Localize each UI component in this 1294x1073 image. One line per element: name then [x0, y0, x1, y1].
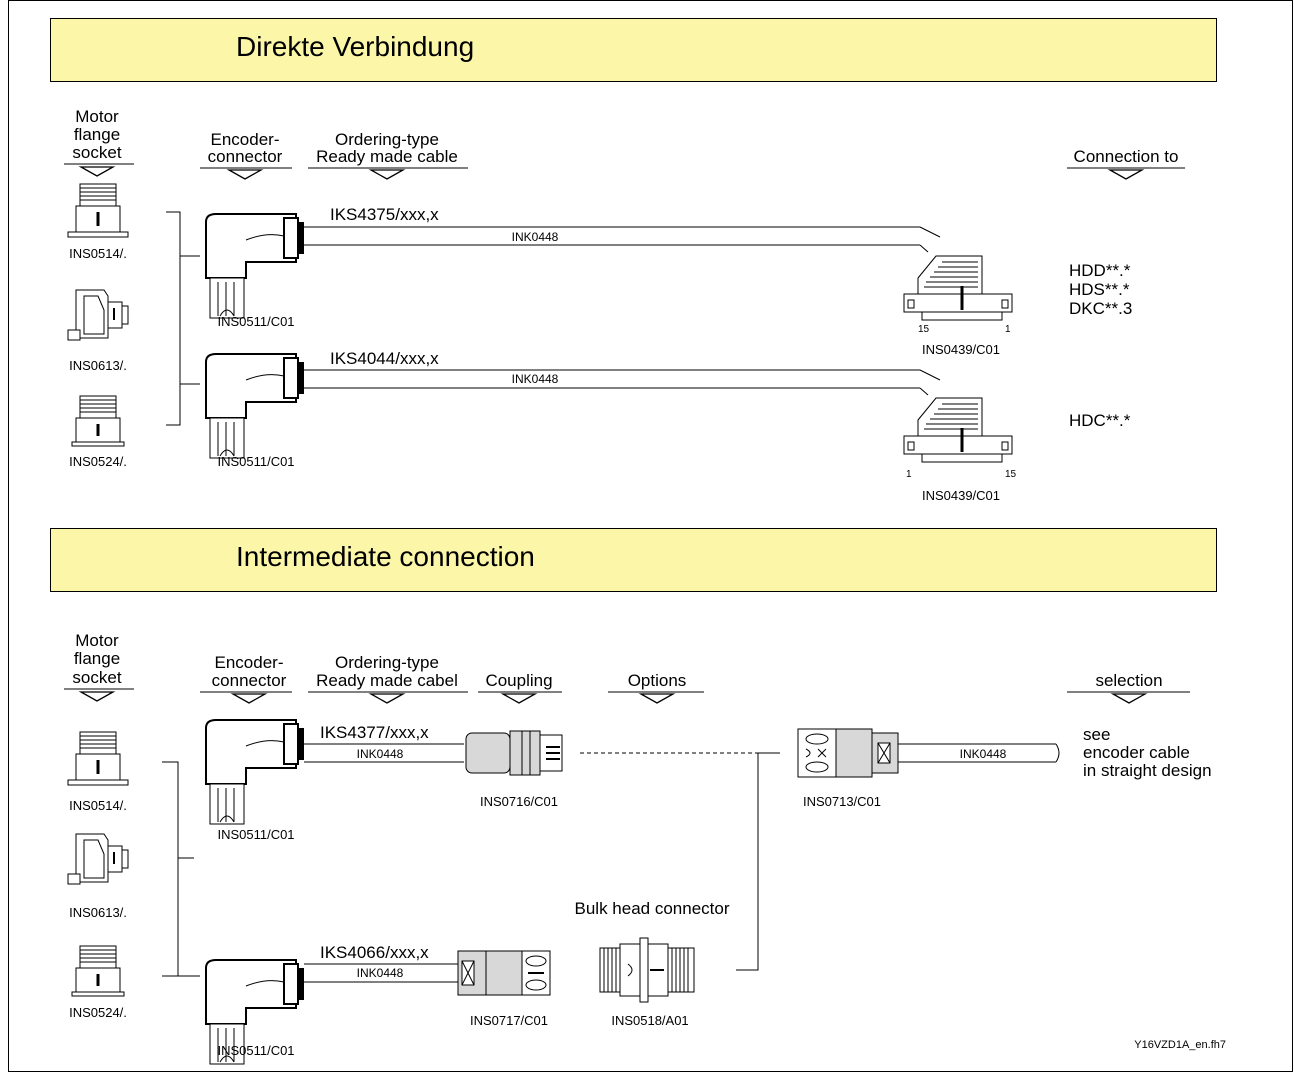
ordering-type-2: IKS4044/xxx,x: [330, 349, 439, 368]
col2-encoder-line-2: connector: [212, 671, 287, 690]
note-line-1: see: [1083, 725, 1110, 744]
flange-socket-ins0524-icon: [70, 394, 126, 448]
bulk-head-connector-icon: [599, 937, 695, 1003]
encoder-connector-2-icon: [205, 353, 305, 459]
coupling-label-ins0717: INS0717/C01: [470, 1013, 548, 1028]
target-hdc: HDC**.*: [1069, 411, 1131, 430]
col2-motor-line-3: socket: [72, 668, 121, 687]
cable-label-2: INK0448: [512, 372, 559, 386]
cable2-1: [304, 743, 464, 763]
direct-header-rules: [64, 163, 1185, 180]
encoder2-connector-1-icon: [205, 719, 305, 825]
bulk-head-title: Bulk head connector: [575, 899, 730, 918]
encoder2-connector-label-1: INS0511/C01: [217, 827, 294, 842]
col2-ordering-line-1: Ordering-type: [335, 653, 439, 672]
flange2-socket-label-1: INS0514/.: [69, 798, 127, 813]
flange-socket-label-2: INS0613/.: [69, 358, 127, 373]
right-cable: [898, 743, 1060, 763]
col2-options: Options: [628, 671, 687, 690]
flange-socket-ins0613-icon: [67, 289, 129, 341]
flange2-socket-ins0613-icon: [67, 833, 129, 885]
col-motor-line-3: socket: [72, 143, 121, 162]
cable2-label-1: INK0448: [357, 747, 404, 761]
flange2-socket-label-2: INS0613/.: [69, 905, 127, 920]
encoder2-connector-label-2: INS0511/C01: [217, 1043, 294, 1058]
direct-connection-banner: Direkte Verbindung: [50, 18, 1217, 82]
encoder-connector-label-2: INS0511/C01: [217, 454, 294, 469]
pin-right-1: 1: [1005, 324, 1011, 335]
flange-socket-label-3: INS0524/.: [69, 454, 127, 469]
col-motor-line-1: Motor: [75, 107, 119, 126]
intermediate-bracket: [162, 761, 200, 977]
ordering-type-1: IKS4375/xxx,x: [330, 205, 439, 224]
dsub-plug-2-icon: [902, 396, 1014, 464]
coupling-ins0717-icon: [457, 950, 551, 996]
target-hdd: HDD**.*: [1069, 261, 1131, 280]
col-connection-to: Connection to: [1074, 147, 1179, 166]
coupling-ins0716-icon: [465, 730, 563, 776]
footer-file-id: Y16VZD1A_en.fh7: [1134, 1039, 1226, 1051]
coupling-label-ins0713: INS0713/C01: [803, 794, 881, 809]
right-cable-label: INK0448: [960, 747, 1007, 761]
ordering2-type-1: IKS4377/xxx,x: [320, 723, 429, 742]
col-encoder-line-1: Encoder-: [211, 130, 280, 149]
pin-left-2: 1: [906, 469, 912, 480]
col-ordering-line-1: Ordering-type: [335, 130, 439, 149]
target-dkc: DKC**.3: [1069, 299, 1132, 318]
col2-encoder-line-1: Encoder-: [215, 653, 284, 672]
page-frame: [8, 0, 1293, 1072]
bulk-head-label: INS0518/A01: [611, 1013, 688, 1028]
col2-motor-line-2: flange: [74, 649, 120, 668]
dsub-plug-label-2: INS0439/C01: [922, 488, 1000, 503]
col-motor-line-2: flange: [74, 125, 120, 144]
intermediate-header-rules: [64, 688, 1190, 704]
flange2-socket-ins0514-icon: [66, 730, 130, 787]
intermediate-connection-banner: Intermediate connection: [50, 528, 1217, 592]
flange-socket-label-1: INS0514/.: [69, 246, 127, 261]
intermediate-connection-title: Intermediate connection: [236, 541, 535, 572]
col2-coupling: Coupling: [485, 671, 552, 690]
cable2-label-2: INK0448: [357, 966, 404, 980]
direct-bracket: [166, 211, 200, 426]
direct-connection-title: Direkte Verbindung: [236, 31, 475, 62]
ordering2-type-2: IKS4066/xxx,x: [320, 943, 429, 962]
encoder-connector-1-icon: [205, 213, 305, 319]
cable-label-1: INK0448: [512, 230, 559, 244]
encoder-connector-label-1: INS0511/C01: [217, 314, 294, 329]
note-line-2: encoder cable: [1083, 743, 1190, 762]
flange-socket-ins0514-icon: [66, 182, 130, 239]
dsub-plug-1-icon: [902, 254, 1014, 322]
col2-ordering-line-2: Ready made cabel: [316, 671, 458, 690]
flange2-socket-label-3: INS0524/.: [69, 1005, 127, 1020]
pin-left-1: 15: [918, 324, 930, 335]
cable2-2: [304, 963, 458, 983]
cable-2: [304, 369, 941, 396]
note-line-3: in straight design: [1083, 761, 1212, 780]
col-ordering-line-2: Ready made cable: [316, 147, 458, 166]
routing-line: [736, 752, 780, 971]
flange2-socket-ins0524-icon: [70, 944, 126, 998]
pin-right-2: 15: [1005, 469, 1017, 480]
col2-motor-line-1: Motor: [75, 631, 119, 650]
col-encoder-line-2: connector: [208, 147, 283, 166]
col2-selection: selection: [1095, 671, 1162, 690]
cable-1: [304, 226, 941, 253]
dsub-plug-label-1: INS0439/C01: [922, 342, 1000, 357]
target-hds: HDS**.*: [1069, 280, 1130, 299]
coupling-ins0713-icon: [797, 728, 899, 778]
coupling-label-ins0716: INS0716/C01: [480, 794, 558, 809]
